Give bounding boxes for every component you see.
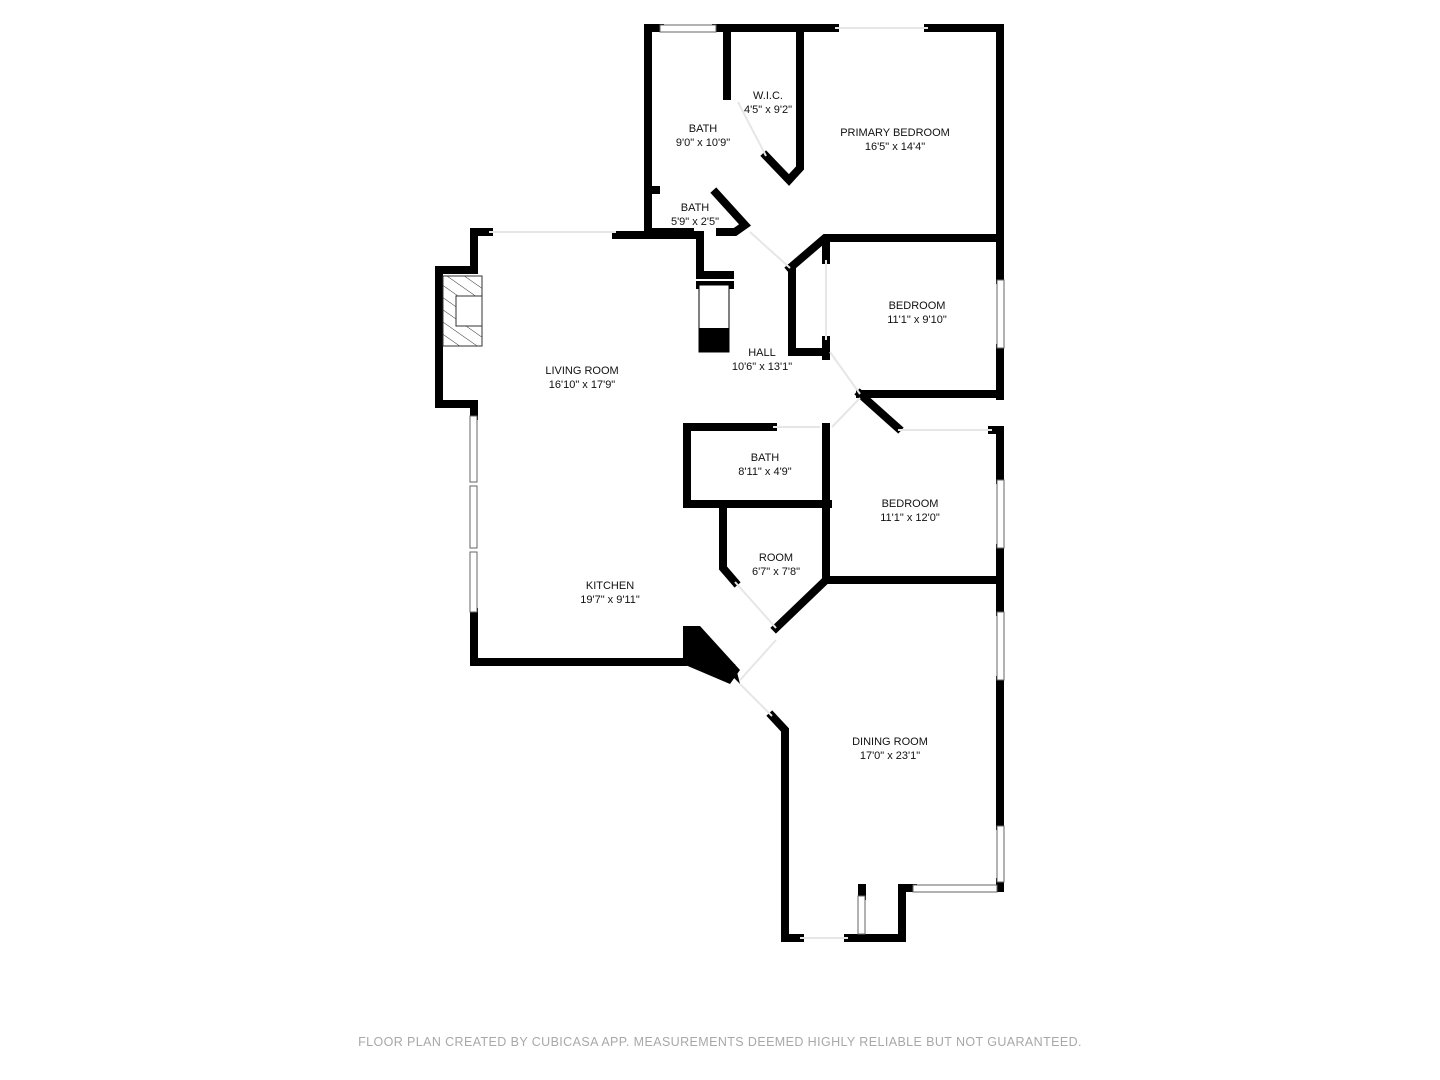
- room-label-room: ROOM 6'7" x 7'8": [751, 552, 801, 578]
- room-label-bath-hall: BATH 8'11" x 4'9": [738, 452, 792, 478]
- room-label-kitchen: KITCHEN 19'7" x 9'11": [580, 580, 640, 606]
- room-label-primary-bedroom: PRIMARY BEDROOM 16'5" x 14'4": [840, 127, 950, 153]
- room-label-wic: W.I.C. 4'5" x 9'2": [743, 90, 793, 116]
- room-label-bath-small: BATH 5'9" x 2'5": [670, 202, 720, 228]
- room-label-dining-room: DINING ROOM 17'0" x 23'1": [852, 736, 928, 762]
- room-label-bedroom-1: BEDROOM 11'1" x 9'10": [887, 300, 947, 326]
- fireplace-icon: [442, 275, 483, 347]
- room-label-bedroom-2: BEDROOM 11'1" x 12'0": [880, 498, 940, 524]
- door-openings: [489, 27, 992, 939]
- disclaimer-footer: FLOOR PLAN CREATED BY CUBICASA APP. MEAS…: [358, 1035, 1082, 1049]
- room-label-living-room: LIVING ROOM 16'10" x 17'9": [545, 365, 619, 391]
- room-label-hall: HALL 10'6" x 13'1": [731, 347, 793, 373]
- room-label-bath-primary: BATH 9'0" x 10'9": [675, 123, 731, 149]
- windows: [469, 24, 1005, 935]
- walls: [435, 24, 1004, 942]
